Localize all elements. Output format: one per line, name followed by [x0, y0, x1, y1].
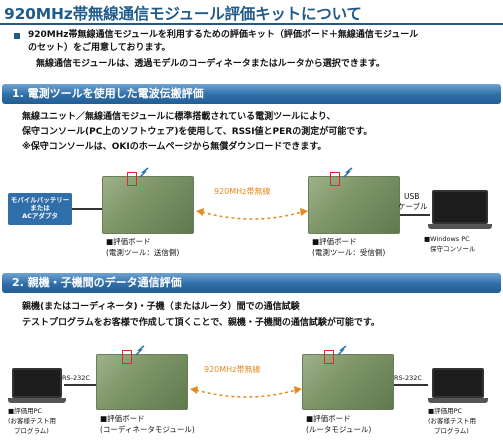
pc-left-label-1: ■評価用PC: [8, 407, 43, 415]
section-2-heading: 2. 親機・子機間のデータ通信評価: [12, 276, 182, 289]
board-right-image: [308, 176, 400, 234]
wireless-signal-icon: [337, 345, 347, 356]
section-1-line-2: 保守コンソール(PC上のソフトウェア)を使用して、RSSI値とPERの測定が可能…: [22, 127, 373, 137]
wireless-label-2: 920MHz帯無線: [204, 365, 261, 374]
wireless-signal-icon: [135, 345, 145, 356]
intro-line-1: 920MHz帯無線通信モジュールを利用するための評価キット（評価ボード＋無線通信…: [28, 30, 419, 40]
laptop-icon: [12, 368, 62, 398]
wireless-arrow-icon: [196, 208, 308, 220]
pc-right-label-1: ■評価用PC: [428, 407, 463, 415]
power-label-line-2: または: [30, 204, 50, 212]
rs232c-right-label: RS-232C: [394, 374, 422, 382]
board-left-label-2: (電測ツール：送信側): [106, 248, 180, 257]
pc-left-label-2: (お客様テスト用: [8, 417, 57, 425]
section-2-header: [2, 273, 501, 293]
wireless-signal-icon: [343, 167, 353, 178]
rs232c-right-cable: [394, 384, 428, 386]
antenna-highlight: [127, 172, 137, 186]
laptop-base: [428, 398, 488, 403]
board-router-image: [302, 354, 394, 410]
wireless-label-1: 920MHz帯無線: [214, 187, 271, 196]
board-coordinator-label-2: (コーディネータモジュール): [100, 425, 195, 434]
section-2-line-2: テストプログラムをお客様で作成して頂くことで、親機・子機間の通信試験が可能です。: [22, 318, 380, 328]
rs232c-left-cable: [64, 384, 96, 386]
laptop-icon: [432, 190, 488, 224]
power-cable: [72, 208, 102, 210]
board-coordinator-image: [96, 354, 188, 410]
pc-right-label-3: プログラム): [434, 427, 469, 435]
antenna-highlight: [122, 350, 132, 364]
power-source-box: モバイルバッテリー または ACアダプタ: [8, 193, 72, 225]
page-title: 920MHz帯無線通信モジュール評価キットについて: [4, 5, 362, 23]
laptop-base: [8, 398, 66, 403]
section-1-line-1: 無線ユニット／無線通信モジュールに標準搭載されている電測ツールにより、: [22, 112, 336, 122]
pc-label-2: 保守コンソール: [430, 245, 476, 253]
intro-line-2: のセット）をご用意しております。: [28, 43, 171, 53]
board-right-label-2: (電測ツール：受信側): [312, 248, 386, 257]
title-underline: [0, 23, 503, 25]
wireless-arrow-icon: [190, 386, 302, 398]
antenna-highlight: [324, 350, 334, 364]
laptop-base: [428, 224, 492, 229]
power-label-line-3: ACアダプタ: [22, 212, 58, 220]
section-1-header: [2, 84, 501, 104]
antenna-highlight: [330, 172, 340, 186]
board-right-label-1: ■評価ボード: [312, 237, 357, 246]
section-2-line-1: 親機(またはコーディネータ)・子機（またはルータ）間での通信試験: [22, 302, 300, 312]
power-label-line-1: モバイルバッテリー: [10, 196, 70, 204]
usb-cable-label-2: ケーブル: [398, 202, 428, 211]
board-router-label-1: ■評価ボード: [306, 414, 351, 423]
board-coordinator-label-1: ■評価ボード: [100, 414, 145, 423]
laptop-icon: [432, 368, 484, 398]
intro-line-3: 無線通信モジュールは、透過モデルのコーディネータまたはルータから選択できます。: [36, 59, 385, 69]
section-1-line-3: ※保守コンソールは、OKIのホームページから無償ダウンロードできます。: [22, 142, 327, 152]
rs232c-left-label: RS-232C: [62, 374, 90, 382]
pc-label-1: ■Windows PC: [424, 235, 470, 243]
usb-cable: [400, 214, 430, 216]
usb-cable-label-1: USB: [404, 192, 420, 201]
board-router-label-2: (ルータモジュール): [306, 425, 372, 434]
bullet-square-icon: [14, 33, 20, 39]
pc-right-label-2: (お客様テスト用: [428, 417, 477, 425]
section-1-heading: 1. 電測ツールを使用した電波伝搬評価: [12, 87, 204, 100]
board-left-image: [102, 176, 194, 234]
board-left-label-1: ■評価ボード: [106, 237, 151, 246]
pc-left-label-3: プログラム): [14, 427, 49, 435]
wireless-signal-icon: [139, 167, 149, 178]
